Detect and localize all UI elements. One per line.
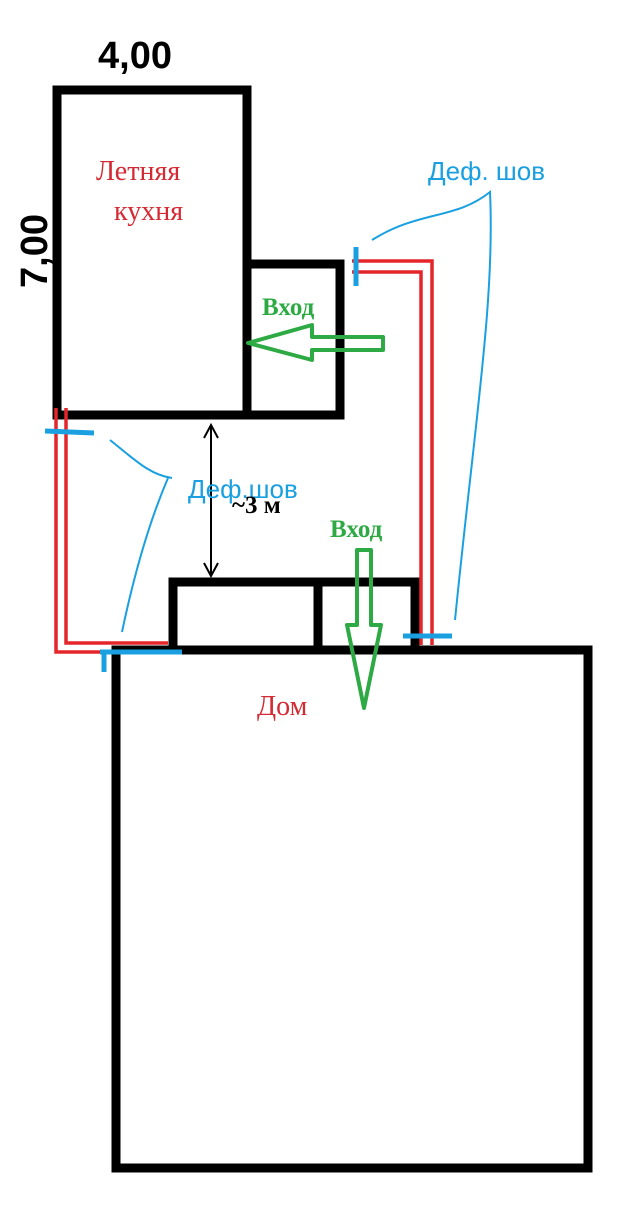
kitchen-entry-label: Вход [262, 294, 315, 321]
house-label: Дом [257, 691, 308, 722]
house-entry-arrow [345, 548, 383, 710]
summer-kitchen-outline [52, 85, 252, 420]
gap-dimension-arrow [203, 422, 219, 579]
kitchen-label-line2: кухня [114, 196, 183, 227]
seam-left [44, 428, 182, 672]
house-vestibule-outline [168, 577, 420, 648]
house-outline [111, 645, 593, 1173]
gap-dimension-label: ~3 м [232, 492, 281, 519]
perimeter-line-left [54, 408, 168, 654]
perimeter-line-right [352, 259, 434, 645]
kitchen-annex-outline [247, 259, 345, 420]
house-entry-label: Вход [330, 516, 383, 543]
seam-top-right [353, 189, 492, 621]
kitchen-length-label: 7,00 [14, 214, 56, 288]
kitchen-label-line1: Летняя [96, 156, 180, 187]
seam-label-top: Деф. шов [428, 156, 545, 186]
kitchen-entry-arrow [246, 323, 385, 362]
seam-label-middle: Деф.шов [188, 474, 298, 504]
kitchen-width-label: 4,00 [98, 35, 172, 77]
